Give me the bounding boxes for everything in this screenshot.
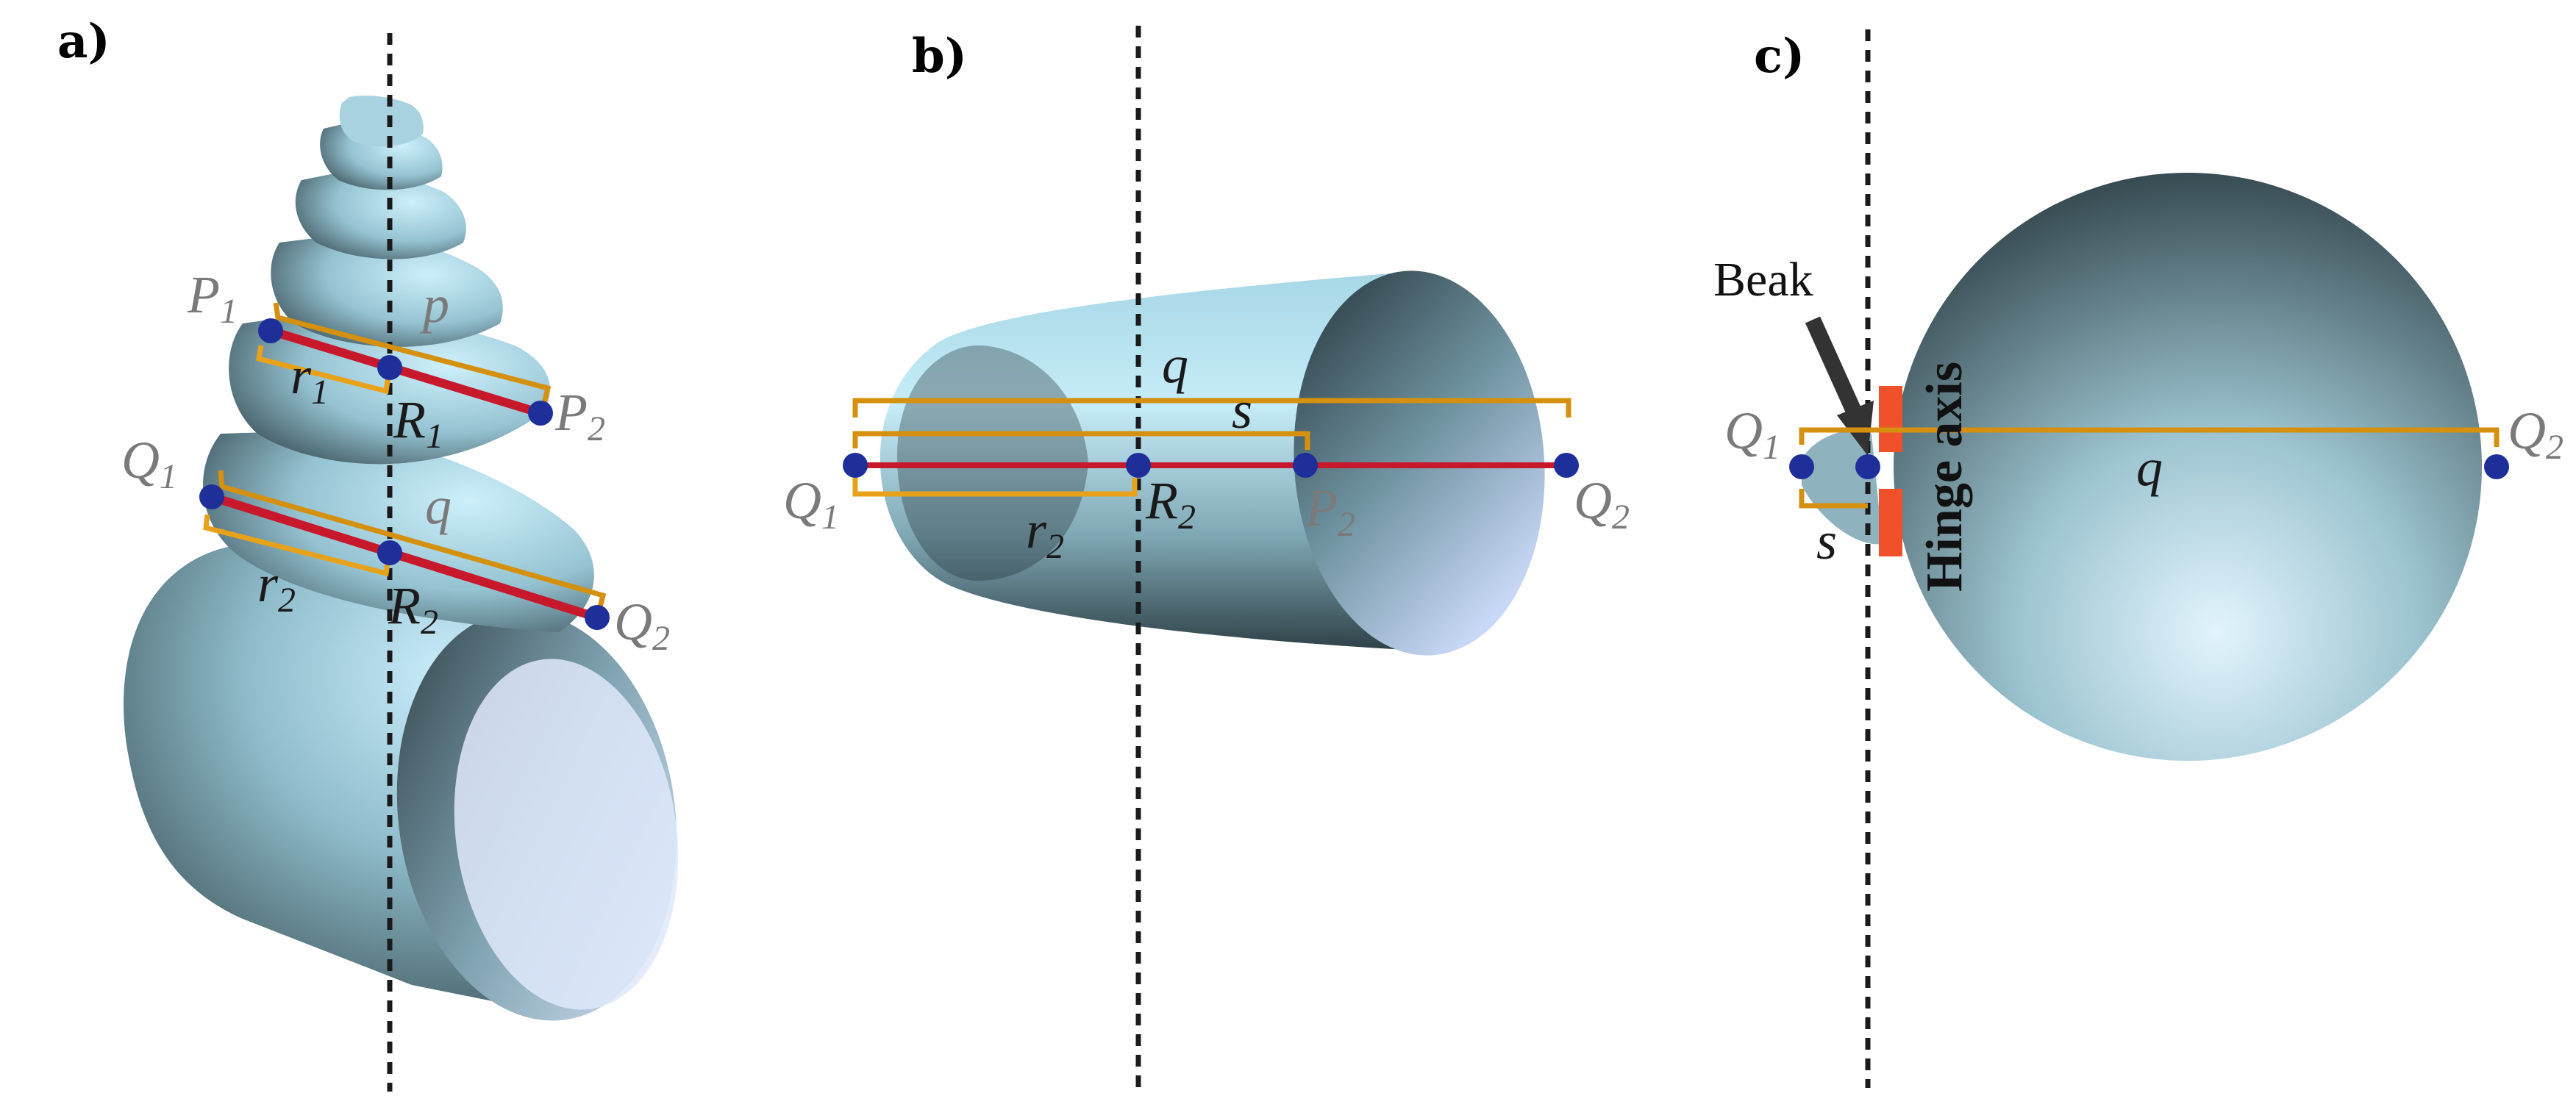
point-q1 [199, 484, 224, 509]
bracket-s-b [852, 431, 1310, 450]
panel-c-label: c) [1754, 29, 1805, 84]
bracket-p [273, 302, 552, 404]
point-beak-c [1855, 454, 1880, 479]
point-p1 [258, 318, 283, 343]
point-r2-b [1126, 453, 1151, 478]
panel-c: c) Beak Q1 s q Q2 Hinge axis [1713, 29, 2563, 1088]
label-q-c: q [2136, 438, 2163, 497]
label-q: q [425, 476, 452, 535]
label-q1-c: Q1 [1724, 401, 1780, 467]
label-q2-c: Q2 [2508, 401, 2563, 467]
hinge-marker-bottom [1879, 489, 1902, 556]
panel-a-label: a) [57, 14, 110, 69]
point-q2-c [2484, 454, 2509, 479]
label-q-b: q [1162, 335, 1188, 394]
label-q1-b: Q1 [783, 471, 839, 537]
valve-sphere [1894, 173, 2482, 761]
label-s-b: s [1232, 381, 1252, 440]
bracket-q-b [852, 398, 1571, 418]
label-R2: R2 [388, 576, 438, 642]
label-p2-b: P2 [1305, 479, 1355, 544]
whorl-0 [295, 172, 466, 259]
label-q1: Q1 [121, 431, 177, 496]
label-s-c: s [1816, 512, 1837, 570]
point-q1-b [843, 453, 868, 478]
label-R1: R1 [393, 390, 443, 456]
gastropod-shell [124, 96, 679, 1021]
bracket-s-c [1799, 489, 1868, 509]
label-r2: r2 [257, 554, 296, 620]
label-r1: r1 [290, 346, 329, 412]
label-p1: P1 [187, 265, 238, 331]
segment-q1-q2 [210, 492, 599, 622]
panel-a: a) [57, 14, 679, 1092]
point-q1-c [1789, 454, 1814, 479]
label-q2-b: Q2 [1574, 471, 1630, 537]
bracket-r2-b [852, 478, 1138, 497]
point-r2 [377, 540, 402, 565]
label-R2-b: R2 [1145, 471, 1196, 537]
point-q2 [585, 605, 610, 630]
label-p2: P2 [554, 383, 605, 448]
panel-b-label: b) [912, 29, 967, 84]
label-p: p [419, 275, 449, 334]
label-r2-b: r2 [1026, 501, 1064, 566]
point-q2-b [1554, 453, 1579, 478]
bracket-q [218, 470, 607, 611]
segment-p1-p2 [269, 326, 542, 418]
whorl-apex [339, 96, 424, 147]
point-r1 [377, 355, 402, 380]
bracket-r1 [256, 345, 391, 395]
hinge-marker-top [1879, 386, 1902, 452]
bracket-r2 [203, 514, 391, 577]
label-q2: Q2 [614, 592, 670, 658]
panel-b: b) q s Q1 r2 R2 P2 Q2 [783, 26, 1630, 1088]
aperture-inner [454, 659, 679, 1010]
beak-arrow-shaft [1805, 316, 1867, 426]
hinge-axis-label: Hinge axis [1916, 362, 1973, 592]
bracket-q-c [1799, 427, 2500, 447]
beak-label: Beak [1713, 253, 1813, 307]
point-p2-b [1293, 453, 1318, 478]
whorl-1 [271, 235, 503, 347]
point-p2 [528, 401, 553, 426]
